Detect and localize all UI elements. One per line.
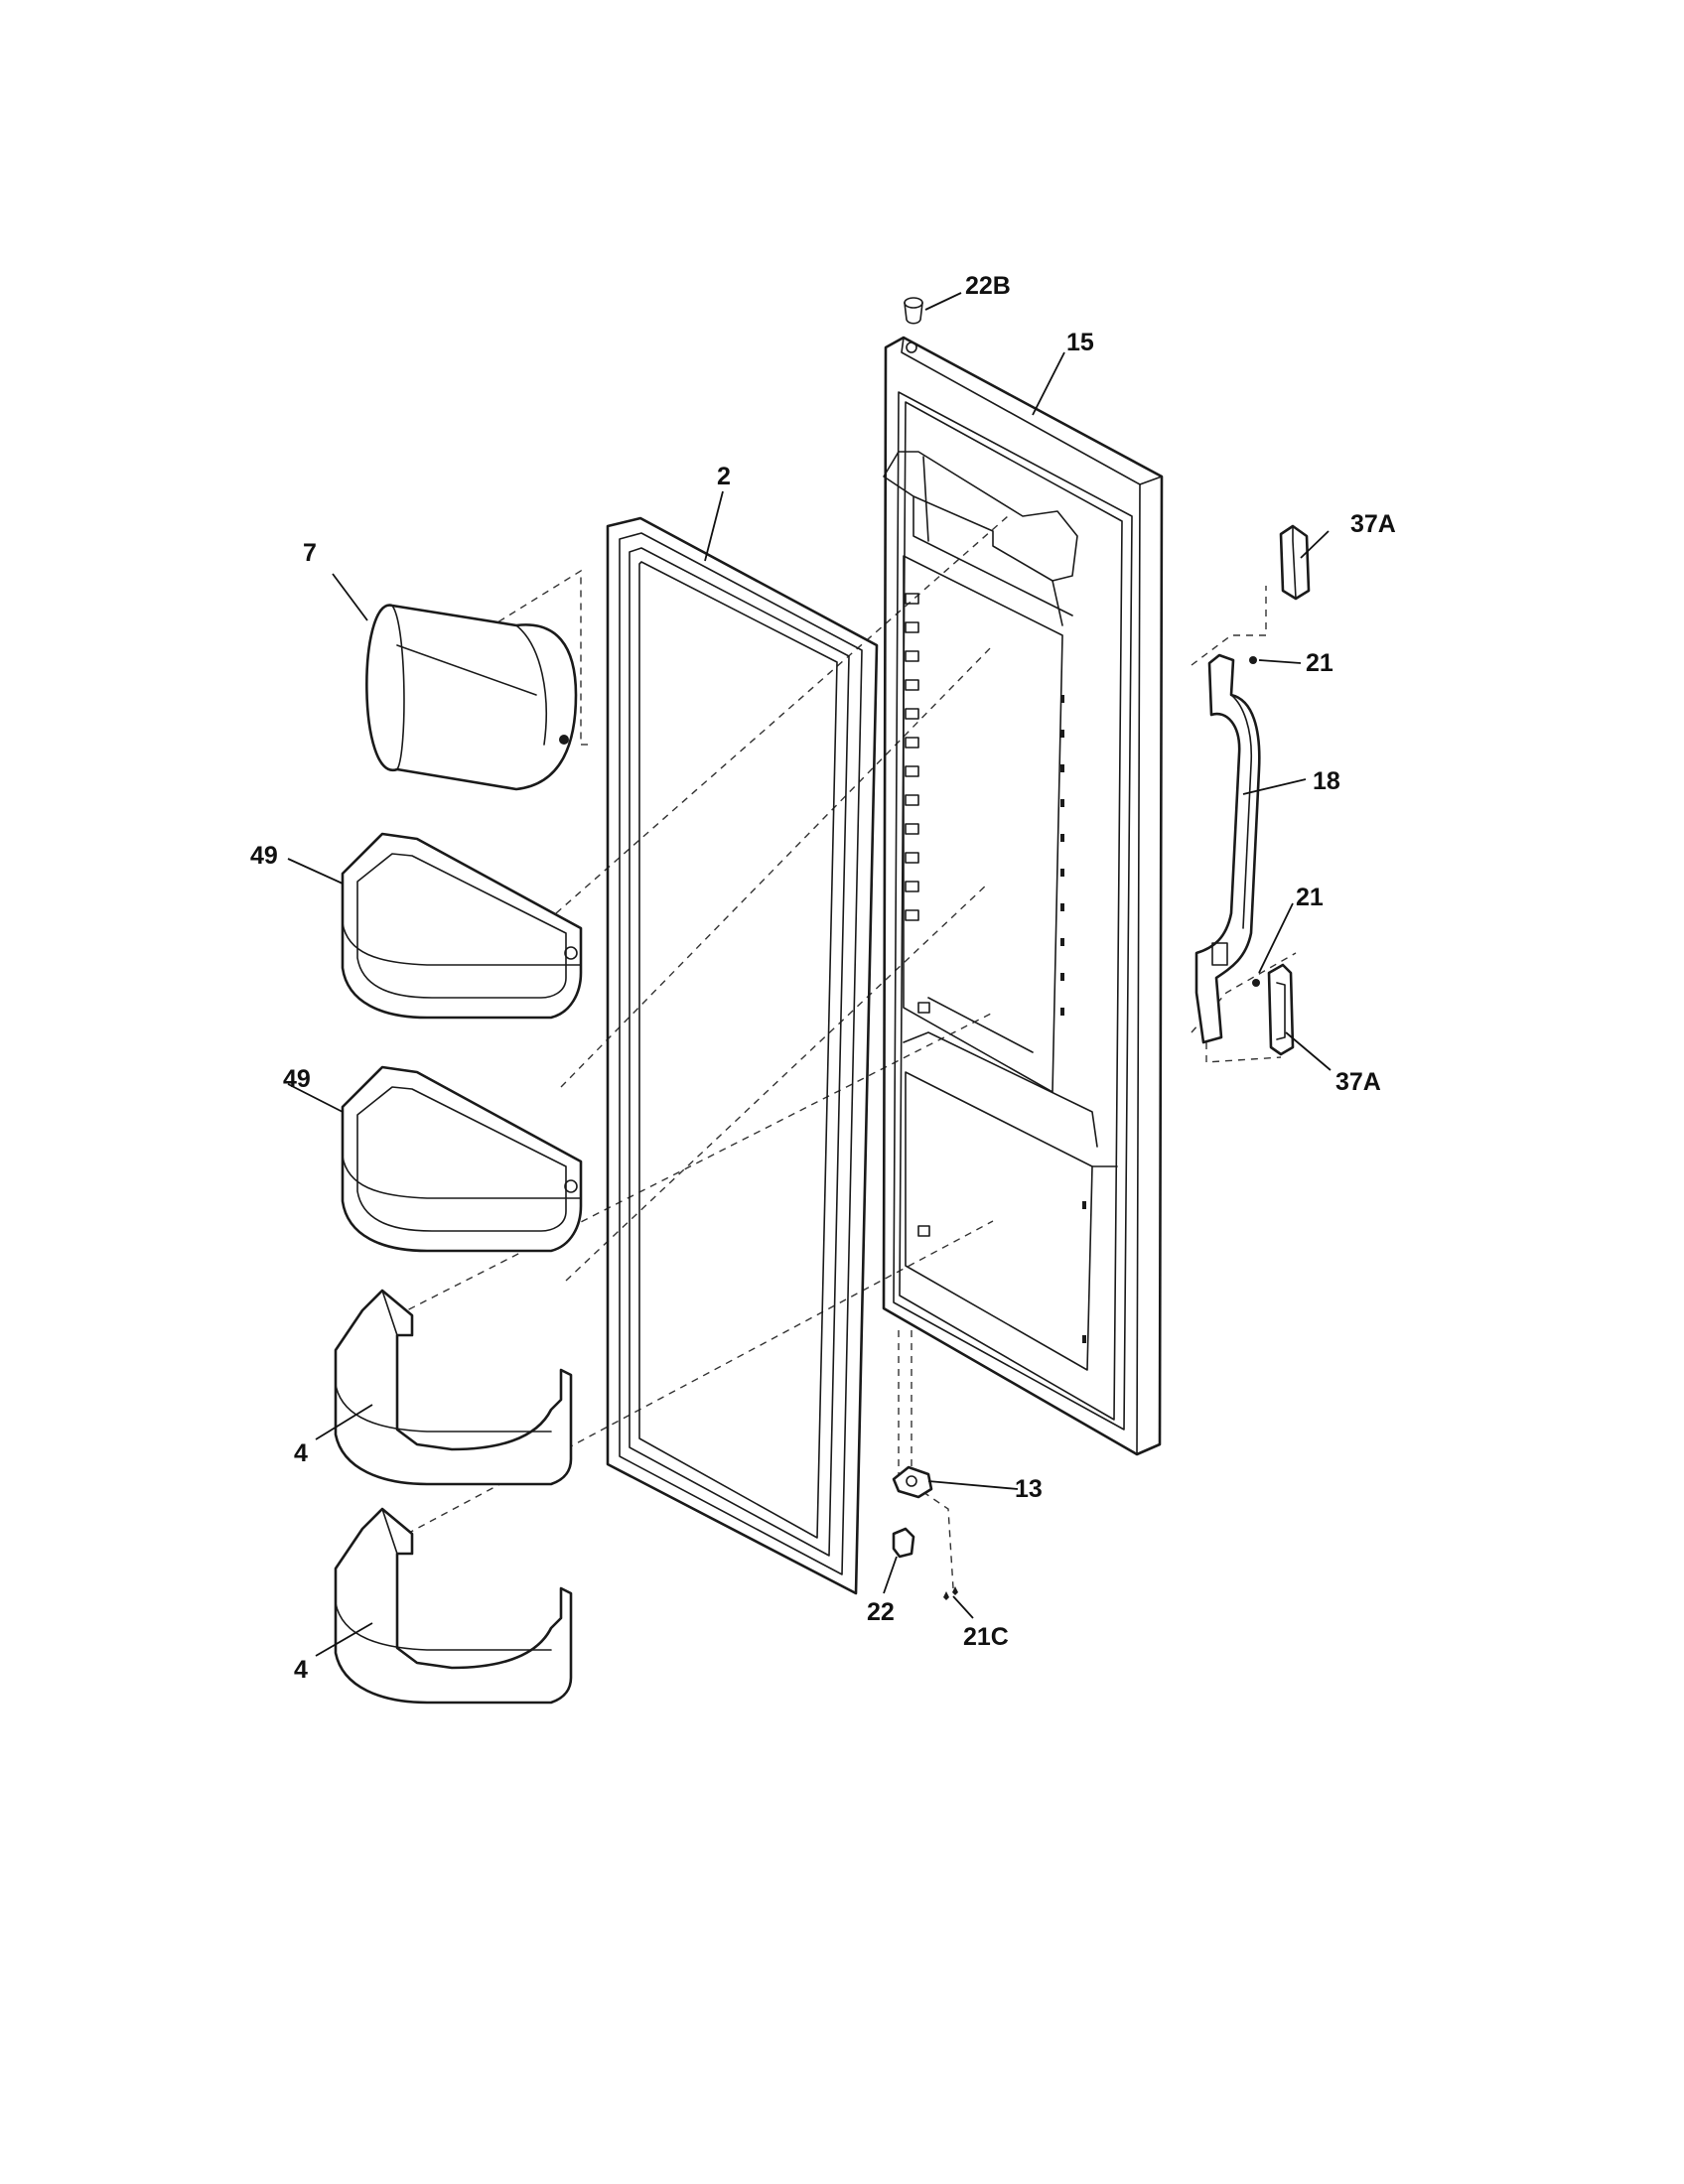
callout-2: 2 — [717, 463, 731, 490]
part-37a-cap-bottom — [1267, 963, 1295, 1056]
door-right-pegs — [1060, 695, 1086, 1343]
door-shelf-pegs — [905, 593, 930, 1237]
callout-4-top: 4 — [294, 1439, 308, 1467]
callout-18: 18 — [1313, 767, 1340, 795]
part-37a-cap-top — [1279, 524, 1311, 601]
part-21c-screws — [943, 1586, 958, 1600]
part-21-screw-bottom — [1252, 979, 1260, 987]
part-4-shelf-top — [334, 1289, 573, 1486]
callout-49-bottom: 49 — [283, 1065, 311, 1093]
part-2-gasket — [606, 516, 879, 1595]
callout-7: 7 — [303, 539, 317, 567]
callout-15: 15 — [1066, 329, 1094, 356]
callout-labels: 22B 15 2 7 37A 21 18 49 21 37A 49 4 13 2… — [250, 272, 1396, 1684]
part-13-hinge — [892, 1465, 933, 1499]
callout-4-bottom: 4 — [294, 1656, 308, 1684]
callout-22b: 22B — [965, 272, 1011, 300]
part-21-screw-top — [1249, 656, 1257, 664]
callout-21-top: 21 — [1306, 649, 1333, 677]
callout-13: 13 — [1015, 1475, 1043, 1503]
callout-21c: 21C — [963, 1623, 1009, 1651]
part-15-door — [882, 336, 1164, 1456]
part-22-bushing — [892, 1527, 915, 1559]
leader-lines — [287, 292, 1332, 1657]
callout-21-bottom: 21 — [1296, 884, 1324, 911]
part-49-bin-bottom — [341, 1065, 583, 1253]
part-7-cylinder-bin — [365, 604, 578, 791]
callout-37a-bottom: 37A — [1335, 1068, 1381, 1096]
callout-37a-top: 37A — [1350, 510, 1396, 538]
part-22b-bushing — [904, 297, 923, 325]
part-18-handle — [1194, 653, 1261, 1044]
part-49-bin-top — [341, 832, 583, 1020]
part-4-shelf-bottom — [334, 1507, 573, 1705]
callout-49-top: 49 — [250, 842, 278, 870]
callout-22: 22 — [867, 1598, 895, 1626]
